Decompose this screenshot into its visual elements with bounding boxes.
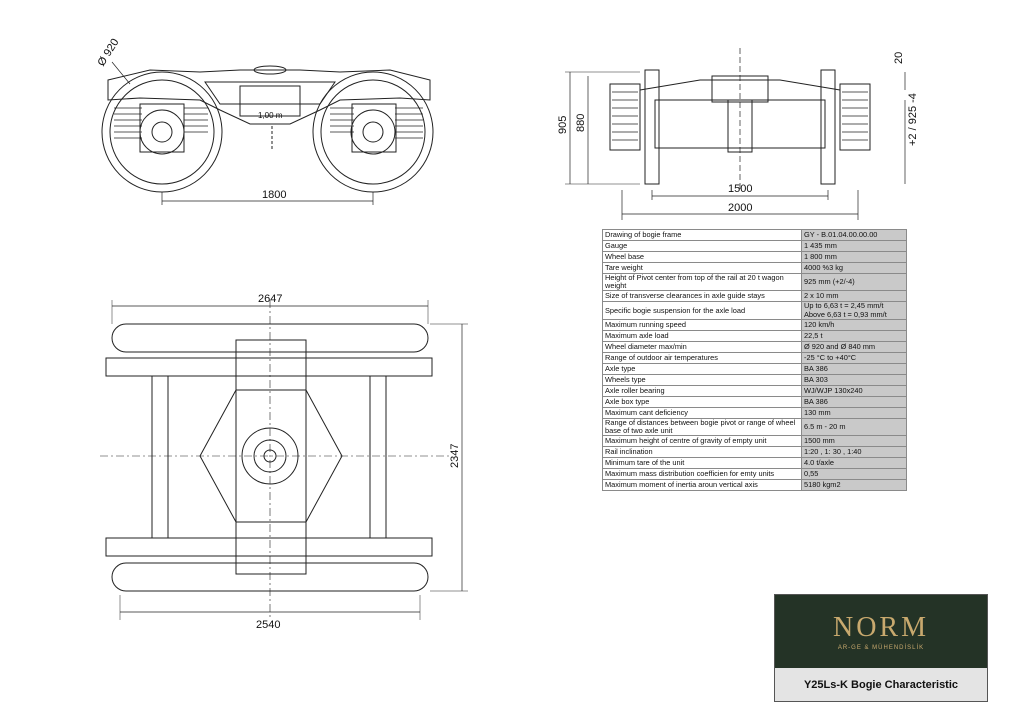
brand-logo: NORM AR-GE & MÜHENDİSLİK: [775, 595, 987, 668]
spec-row: Size of transverse clearances in axle gu…: [602, 290, 907, 303]
spec-value: Up to 6,63 t = 2,45 mm/t Above 6,63 t = …: [801, 301, 907, 320]
end-width-label: 2000: [728, 202, 752, 214]
spec-value: -25 °C to +40°C: [801, 351, 907, 364]
end-height-label: 905: [557, 116, 569, 134]
spec-value: WJ/WJP 130x240: [801, 384, 907, 397]
spec-label: Specific bogie suspension for the axle l…: [602, 301, 802, 320]
spec-value: Ø 920 and Ø 840 mm: [801, 340, 907, 353]
spec-value: GY - B.01.04.00.00.00: [801, 229, 907, 241]
spec-label: Maximum height of centre of gravity of e…: [602, 435, 802, 448]
spec-label: Maximum running speed: [602, 318, 802, 331]
plan-bottom-width-label: 2540: [256, 619, 280, 631]
brand-name: NORM: [832, 611, 929, 643]
spec-row: Range of distances between bogie pivot o…: [602, 417, 907, 437]
brand-block: NORM AR-GE & MÜHENDİSLİK Y25Ls-K Bogie C…: [774, 594, 988, 702]
spec-value: 5180 kgm2: [801, 479, 907, 492]
side-view: [101, 61, 434, 205]
spec-row: Maximum mass distribution coefficien for…: [602, 468, 907, 481]
spec-label: Maximum cant deficiency: [602, 406, 802, 419]
left-axle: [151, 375, 169, 539]
spec-label: Gauge: [602, 240, 802, 252]
spec-label: Minimum tare of the unit: [602, 457, 802, 470]
plan-height-label: 2347: [449, 444, 461, 468]
spec-value: BA 386: [801, 362, 907, 375]
spec-row: Maximum moment of inertia aroun vertical…: [602, 479, 907, 492]
end-gauge-label: 1500: [728, 183, 752, 195]
spec-label: Maximum moment of inertia aroun vertical…: [602, 479, 802, 492]
spec-value: 925 mm (+2/-4): [801, 272, 907, 292]
spec-value: 1500 mm: [801, 435, 907, 448]
spec-label: Tare weight: [602, 262, 802, 274]
spec-value: 6.5 m - 20 m: [801, 417, 907, 437]
spec-value: 130 mm: [801, 406, 907, 419]
spec-label: Maximum mass distribution coefficien for…: [602, 468, 802, 481]
spec-value: 1 800 mm: [801, 251, 907, 263]
right-axle: [369, 375, 387, 539]
spec-row: Height of Pivot center from top of the r…: [602, 272, 907, 292]
spec-value: 22,5 t: [801, 329, 907, 342]
side-frame: [107, 69, 431, 125]
spec-value: 120 km/h: [801, 318, 907, 331]
spec-value: 4000 %3 kg: [801, 262, 907, 274]
side-wheelbase-label: 1800: [262, 189, 286, 201]
spec-value: BA 386: [801, 395, 907, 408]
end-tolerance-label: +2 / 925 -4: [907, 93, 919, 146]
drawing-caption: Y25Ls-K Bogie Characteristic: [775, 668, 987, 701]
spec-label: Maximum axle load: [602, 329, 802, 342]
end-view: [565, 48, 906, 220]
plan-top-width-label: 2647: [258, 293, 282, 305]
end-top-gap-label: 20: [893, 52, 905, 64]
spec-label: Range of distances between bogie pivot o…: [602, 417, 802, 437]
spec-label: Wheel diameter max/min: [602, 340, 802, 353]
spec-value: 4.0 t/axle: [801, 457, 907, 470]
spec-value: BA 303: [801, 373, 907, 386]
spec-label: Axle roller bearing: [602, 384, 802, 397]
frame-marking-label: 1,00 m: [258, 111, 283, 120]
end-height-inner-label: 880: [575, 114, 587, 132]
spec-value: 1 435 mm: [801, 240, 907, 252]
spec-label: Size of transverse clearances in axle gu…: [602, 290, 802, 303]
wheel-diameter-label: Ø 920: [96, 37, 122, 69]
spec-value: 2 x 10 mm: [801, 290, 907, 303]
spec-row: Range of outdoor air temperatures-25 °C …: [602, 351, 907, 364]
spec-label: Drawing of bogie frame: [602, 229, 802, 241]
plan-view: [100, 300, 468, 620]
spec-label: Rail inclination: [602, 446, 802, 459]
spec-value: 1:20 , 1: 30 , 1:40: [801, 446, 907, 459]
spec-row: Specific bogie suspension for the axle l…: [602, 301, 907, 320]
spec-row: Maximum height of centre of gravity of e…: [602, 435, 907, 448]
spec-label: Axle type: [602, 362, 802, 375]
spec-label: Axle box type: [602, 395, 802, 408]
brand-subtitle: AR-GE & MÜHENDİSLİK: [837, 644, 925, 651]
spec-value: 0,55: [801, 468, 907, 481]
spec-label: Wheel base: [602, 251, 802, 263]
spec-label: Range of outdoor air temperatures: [602, 351, 802, 364]
spec-label: Height of Pivot center from top of the r…: [602, 272, 802, 292]
spec-label: Wheels type: [602, 373, 802, 386]
